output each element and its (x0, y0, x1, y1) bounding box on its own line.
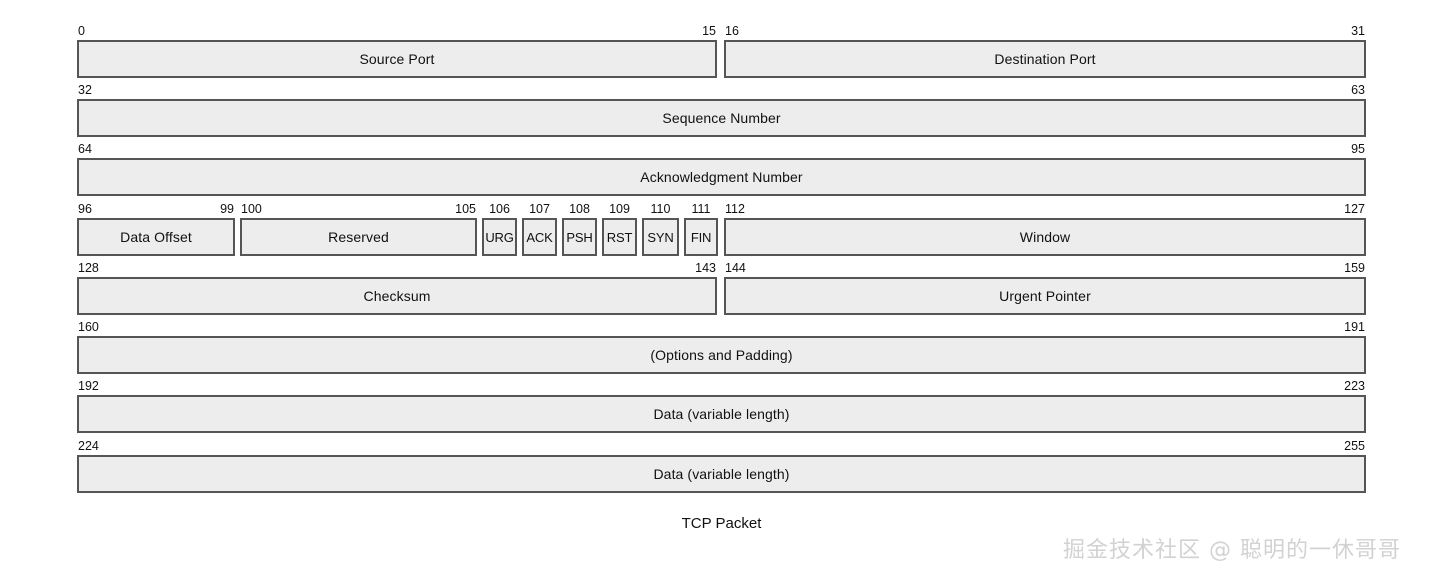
diagram-caption: TCP Packet (681, 515, 762, 532)
bit-start-acknowledgment-number: 64 (78, 142, 92, 156)
bit-start-reserved: 100 (241, 202, 262, 216)
field-checksum: Checksum (77, 277, 717, 315)
bit-start-data-variable-length-2: 224 (78, 439, 99, 453)
bit-end-data-offset: 99 (220, 202, 234, 216)
bit-start-urgent-pointer: 144 (725, 261, 746, 275)
bit-start-data-variable-length-1: 192 (78, 379, 99, 393)
field-label-flag-syn: SYN (647, 229, 674, 245)
field-label-checksum: Checksum (363, 288, 431, 304)
field-label-data-offset: Data Offset (120, 229, 192, 245)
bit-end-acknowledgment-number: 95 (1351, 142, 1365, 156)
field-label-urgent-pointer: Urgent Pointer (999, 288, 1091, 304)
field-label-sequence-number: Sequence Number (662, 110, 781, 126)
field-window: Window (724, 218, 1366, 256)
field-label-data-variable-length-2: Data (variable length) (653, 466, 790, 482)
field-label-source-port: Source Port (359, 51, 435, 67)
field-label-flag-psh: PSH (566, 229, 593, 245)
watermark-text: 掘金技术社区 @ 聪明的一休哥哥 (1063, 538, 1401, 563)
field-flag-fin: FIN (684, 218, 718, 256)
bit-start-checksum: 128 (78, 261, 99, 275)
bit-end-data-variable-length-1: 223 (1344, 379, 1365, 393)
field-destination-port: Destination Port (724, 40, 1366, 78)
bit-start-flag-ack: 107 (529, 202, 550, 216)
bit-start-sequence-number: 32 (78, 83, 92, 97)
field-reserved: Reserved (240, 218, 477, 256)
bit-end-urgent-pointer: 159 (1344, 261, 1365, 275)
field-label-window: Window (1019, 229, 1071, 245)
bit-start-flag-rst: 109 (609, 202, 630, 216)
field-label-flag-ack: ACK (526, 229, 553, 245)
field-source-port: Source Port (77, 40, 717, 78)
bit-end-checksum: 143 (695, 261, 716, 275)
bit-end-data-variable-length-2: 255 (1344, 439, 1365, 453)
bit-start-options-and-padding: 160 (78, 320, 99, 334)
bit-start-window: 112 (725, 202, 745, 216)
field-label-acknowledgment-number: Acknowledgment Number (640, 169, 803, 185)
bit-end-reserved: 105 (455, 202, 476, 216)
field-data-variable-length-1: Data (variable length) (77, 395, 1366, 433)
field-data-variable-length-2: Data (variable length) (77, 455, 1366, 493)
bit-end-window: 127 (1344, 202, 1365, 216)
field-flag-syn: SYN (642, 218, 679, 256)
field-label-data-variable-length-1: Data (variable length) (653, 406, 790, 422)
field-flag-rst: RST (602, 218, 637, 256)
field-options-and-padding: (Options and Padding) (77, 336, 1366, 374)
field-label-destination-port: Destination Port (994, 51, 1096, 67)
field-label-flag-fin: FIN (690, 229, 712, 245)
bit-start-flag-urg: 106 (489, 202, 510, 216)
bit-start-flag-syn: 110 (650, 202, 671, 216)
bit-start-data-offset: 96 (78, 202, 92, 216)
field-flag-urg: URG (482, 218, 517, 256)
bit-end-options-and-padding: 191 (1344, 320, 1365, 334)
field-label-flag-rst: RST (606, 229, 633, 245)
bit-start-flag-fin: 111 (691, 202, 711, 216)
field-urgent-pointer: Urgent Pointer (724, 277, 1366, 315)
field-acknowledgment-number: Acknowledgment Number (77, 158, 1366, 196)
bit-start-source-port: 0 (78, 24, 85, 38)
field-flag-ack: ACK (522, 218, 557, 256)
bit-end-sequence-number: 63 (1351, 83, 1365, 97)
field-data-offset: Data Offset (77, 218, 235, 256)
field-sequence-number: Sequence Number (77, 99, 1366, 137)
bit-start-destination-port: 16 (725, 24, 739, 38)
field-label-flag-urg: URG (485, 229, 514, 245)
field-label-reserved: Reserved (328, 229, 389, 245)
bit-start-flag-psh: 108 (569, 202, 590, 216)
field-flag-psh: PSH (562, 218, 597, 256)
bit-end-source-port: 15 (702, 24, 716, 38)
bit-end-destination-port: 31 (1351, 24, 1365, 38)
field-label-options-and-padding: (Options and Padding) (650, 347, 793, 363)
